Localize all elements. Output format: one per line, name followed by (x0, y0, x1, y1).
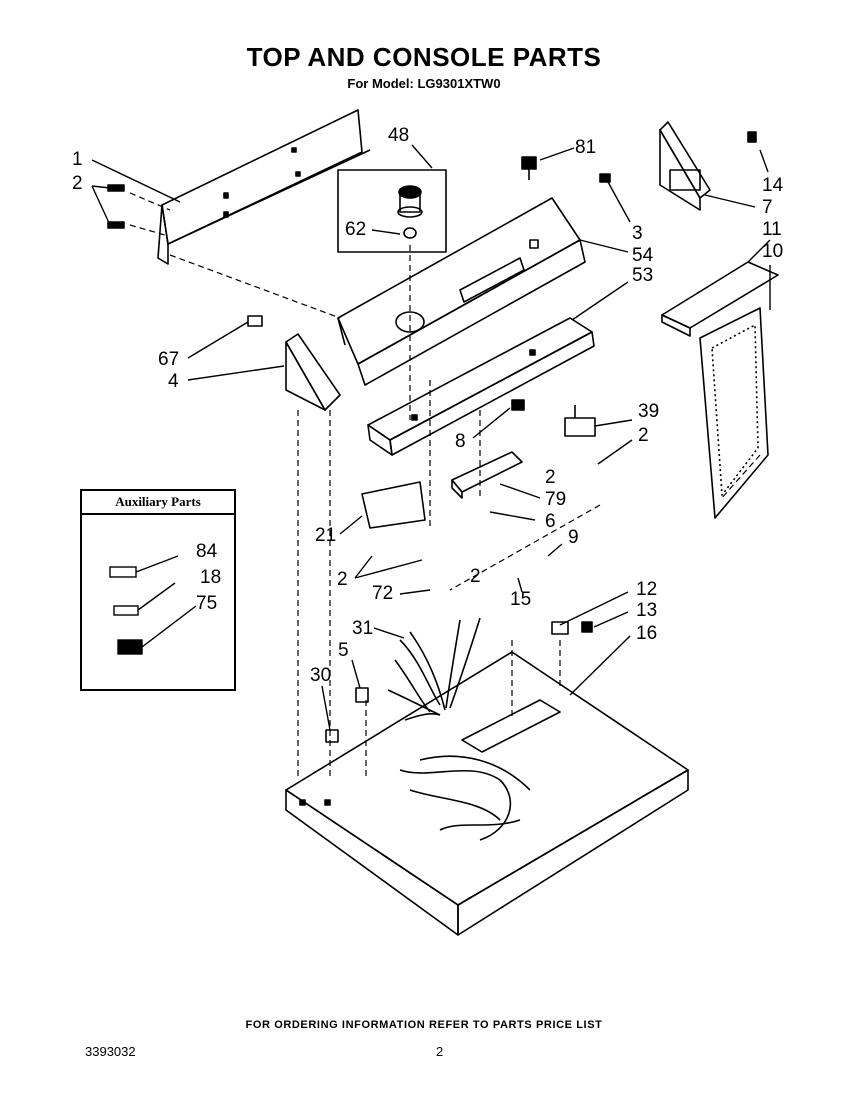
rear-bracket-part (157, 109, 371, 265)
control-knob-box (337, 169, 447, 253)
terminal-icon (109, 555, 179, 578)
console-rail-part (367, 317, 595, 456)
callout-5: 5 (338, 640, 349, 661)
callout-14: 14 (762, 175, 784, 196)
callout-6: 6 (545, 511, 556, 532)
aux-callout-75: 75 (196, 593, 218, 614)
callout-31: 31 (352, 618, 374, 639)
leader-lines (91, 144, 771, 731)
bracket-part (551, 621, 569, 635)
console-panel-part (337, 197, 586, 386)
callout-2-c: 2 (545, 467, 556, 488)
assembly-lines (129, 192, 761, 780)
page-title: TOP AND CONSOLE PARTS (246, 42, 602, 72)
callout-9: 9 (568, 527, 579, 548)
end-cap-part (247, 315, 341, 411)
connector-block (511, 399, 525, 411)
callout-8: 8 (455, 431, 466, 452)
timer-part (361, 481, 426, 529)
callout-79: 79 (545, 489, 567, 510)
wire-bundle-part (399, 755, 531, 841)
document-number: 3393032 (85, 1044, 136, 1059)
callout-3: 3 (632, 223, 643, 244)
callout-16: 16 (636, 623, 658, 644)
callout-39: 39 (638, 401, 660, 422)
callout-54: 54 (632, 245, 654, 266)
callout-1: 1 (72, 149, 83, 170)
callout-2: 2 (72, 173, 83, 194)
callout-2-e: 2 (470, 566, 481, 587)
auxiliary-parts-heading: Auxiliary Parts (82, 491, 234, 515)
screw-icon (107, 184, 125, 229)
callout-7: 7 (762, 197, 773, 218)
callout-30: 30 (310, 665, 332, 686)
model-subtitle: For Model: LG9301XTW0 (347, 76, 501, 91)
clip-part (521, 156, 537, 180)
callout-67: 67 (158, 349, 180, 370)
connector-icon (113, 582, 176, 616)
lint-screen-part (699, 307, 769, 519)
auxiliary-parts-box: Auxiliary Parts (80, 489, 236, 691)
lint-cover-part (661, 261, 779, 337)
screw-icon (581, 621, 593, 633)
wire-harness-part (387, 617, 481, 721)
wire-nut-icon (117, 605, 197, 655)
switch-part (564, 405, 596, 437)
callout-81: 81 (575, 137, 597, 158)
callout-15: 15 (510, 589, 532, 610)
callout-53: 53 (632, 265, 654, 286)
bracket-part (355, 687, 369, 703)
callout-2-b: 2 (638, 425, 649, 446)
callout-12: 12 (636, 579, 658, 600)
hinge-bracket-part (599, 121, 757, 211)
callout-11: 11 (762, 219, 782, 240)
auxiliary-parts-sketches (109, 555, 197, 655)
top-panel-part (285, 651, 689, 936)
callout-4: 4 (168, 371, 179, 392)
aux-callout-84: 84 (196, 541, 218, 562)
callout-72: 72 (372, 583, 394, 604)
callout-10: 10 (762, 241, 784, 262)
ordering-note: FOR ORDERING INFORMATION REFER TO PARTS … (245, 1019, 603, 1031)
aux-callout-18: 18 (200, 567, 222, 588)
callout-2-d: 2 (337, 569, 348, 590)
clip-part (325, 729, 339, 743)
page-number: 2 (436, 1044, 444, 1059)
terminal-block-part (451, 451, 523, 499)
callout-21: 21 (315, 525, 337, 546)
callout-48: 48 (388, 125, 410, 146)
callout-62: 62 (345, 219, 367, 240)
callout-13: 13 (636, 600, 658, 621)
